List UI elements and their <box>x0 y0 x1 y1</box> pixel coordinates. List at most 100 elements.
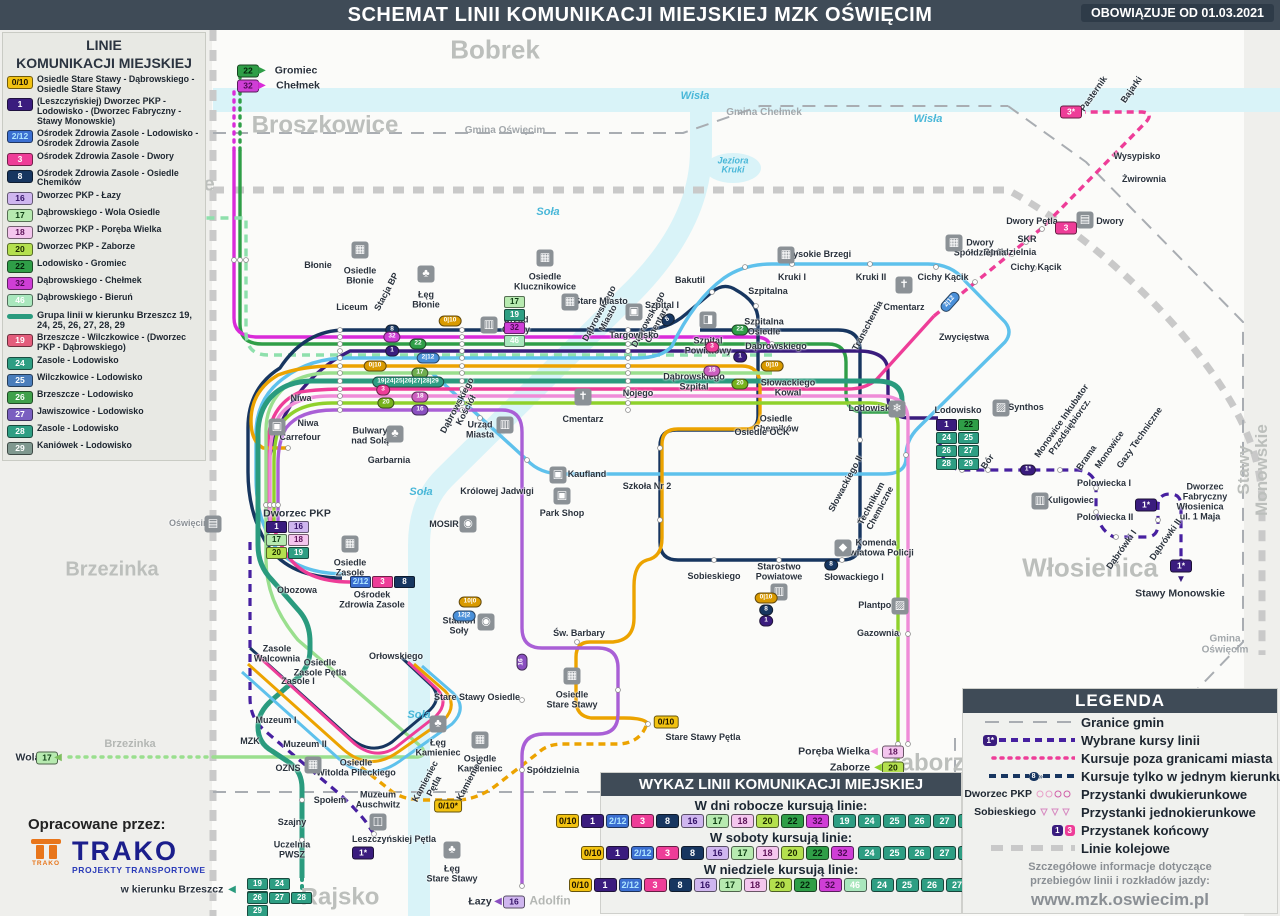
stop-dot <box>867 261 873 267</box>
stop-dot <box>459 327 465 333</box>
stop-dot <box>1023 239 1029 245</box>
stop-dot <box>1093 485 1099 491</box>
stop-dot <box>524 457 530 463</box>
trako-logo-icon: TRAKO <box>28 839 64 867</box>
line-badge: 26 <box>920 878 944 892</box>
legend-row-railways: Linie kolejowe <box>963 839 1277 857</box>
railways-sample-icon <box>963 843 1081 853</box>
line-1 <box>264 349 938 523</box>
stop-dot <box>625 363 631 369</box>
line-badge: 20 <box>7 243 33 257</box>
stop-dot <box>657 445 663 451</box>
line-badge: 18 <box>756 846 779 860</box>
line-badge: 46 <box>843 878 867 892</box>
line-badge: 29 <box>7 441 33 455</box>
line-badge: 24 <box>7 356 33 370</box>
line-badge: 46 <box>7 294 33 308</box>
stop-dot <box>1093 509 1099 515</box>
line-18 <box>268 394 910 744</box>
stop-dot <box>337 386 343 392</box>
legend-row-one-way-stops: Sobieskiego Przystanki jednokierunkowe <box>963 803 1277 821</box>
line-badge: 24 <box>870 878 894 892</box>
stop-dot <box>625 327 631 333</box>
line-list-item: 0/10 Osiedle Stare Stawy - Dąbrowskiego -… <box>7 74 201 94</box>
line-badge: 25 <box>895 878 919 892</box>
line-description: Kaniówek - Lodowisko <box>37 439 132 450</box>
line-description: Brzeszcze - Wilczkowice - (Dworzec PKP -… <box>37 332 187 353</box>
stop-dot <box>1039 226 1045 232</box>
stop-dot <box>625 370 631 376</box>
line-badge: 1 <box>581 814 604 828</box>
stop-dot <box>895 741 901 747</box>
stop-dot <box>625 341 631 347</box>
stop-dot <box>337 334 343 340</box>
stop-dot <box>711 557 717 563</box>
line-description: Brzeszcze - Lodowisko <box>37 388 134 399</box>
stop-dot <box>337 363 343 369</box>
line-badge: 0/10 <box>7 76 33 89</box>
stop-dot <box>789 261 795 267</box>
credit-label: Opracowane przez: <box>28 816 166 833</box>
stop-dot <box>337 341 343 347</box>
stop-dot <box>709 289 715 295</box>
stop-dot <box>371 831 377 837</box>
line-badge: 22 <box>793 878 817 892</box>
line-1s-east <box>938 439 1183 560</box>
stop-dot <box>459 400 465 406</box>
stop-dot <box>299 837 305 843</box>
line-badge: 28 <box>7 424 33 438</box>
line-badge: 26 <box>908 846 931 860</box>
line-badge: 3 <box>631 814 654 828</box>
legend-row-selected-courses: 1* Wybrane kursy linii <box>963 731 1277 749</box>
page-title: SCHEMAT LINII KOMUNIKACJI MIEJSKIEJ MZK … <box>347 3 933 26</box>
line-description: Wilczkowice - Lodowisko <box>37 371 143 382</box>
stop-dot <box>337 355 343 361</box>
stop-dot <box>1009 251 1015 257</box>
stop-dot <box>625 407 631 413</box>
stop-dot <box>625 400 631 406</box>
line-badge: 1 <box>606 846 629 860</box>
line-description: Jawiszowice - Lodowisko <box>37 405 144 416</box>
line-badge: 25 <box>883 814 906 828</box>
line-badge: 26 <box>7 390 33 404</box>
line-20 <box>272 401 900 760</box>
line-46 <box>186 216 772 357</box>
stop-dot <box>615 687 621 693</box>
stop-dot <box>459 355 465 361</box>
line-badge: 0/10 <box>556 814 579 828</box>
line-badge: 0/10 <box>568 878 592 892</box>
stop-dot <box>459 348 465 354</box>
legend-row-one-direction: 8» Kursuje tylko w jednym kierunku <box>963 767 1280 785</box>
line-badge: 20 <box>756 814 779 828</box>
stop-dot <box>337 378 343 384</box>
stop-dot <box>519 767 525 773</box>
line-description: Zasole - Lodowisko <box>37 422 119 433</box>
line-brzeszcze-group <box>255 378 905 878</box>
stop-dot <box>459 334 465 340</box>
stop-dot <box>895 631 901 637</box>
loop-muzeum <box>240 664 462 774</box>
loop-muzeum <box>248 646 438 750</box>
stop-dot <box>574 639 580 645</box>
lake-kruki <box>705 153 761 183</box>
stop-dot <box>337 400 343 406</box>
stop-dot <box>1113 534 1119 540</box>
stop-dot <box>459 378 465 384</box>
line-list-item: 29 Kaniówek - Lodowisko <box>7 439 201 455</box>
line-badge: 16 <box>706 846 729 860</box>
stop-dot <box>1057 467 1063 473</box>
line-description: Dąbrowskiego - Wola Osiedle <box>37 207 161 218</box>
legend-panel: LEGENDA Granice gmin 1* Wybrane kursy li… <box>962 688 1280 914</box>
stop-dot <box>459 370 465 376</box>
line-badge: 17 <box>706 814 729 828</box>
line-description: Osiedle Stare Stawy - Dąbrowskiego - Osi… <box>37 74 195 94</box>
